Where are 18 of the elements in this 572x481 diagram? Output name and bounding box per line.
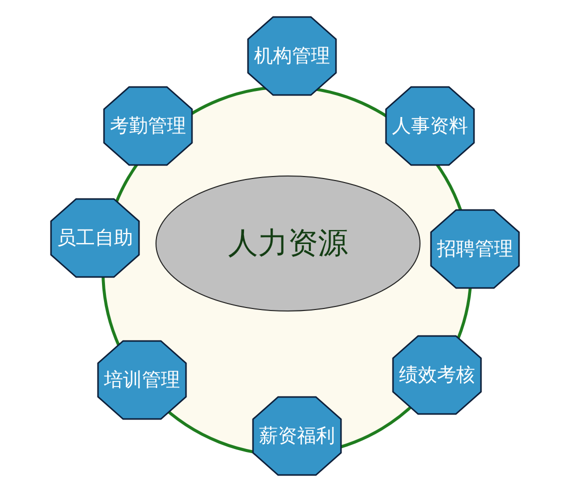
module-label: 绩效考核: [399, 363, 475, 388]
module-label: 员工自助: [57, 226, 133, 251]
module-label: 薪资福利: [259, 424, 335, 449]
center-label: 人力资源: [228, 225, 348, 263]
module-octagon: [50, 198, 140, 278]
module-octagon: [392, 335, 482, 415]
module-octagon: [430, 209, 520, 289]
module-octagon: [385, 86, 475, 166]
module-octagon: [103, 86, 193, 166]
center-ellipse: [155, 175, 421, 312]
module-octagon: [247, 16, 337, 96]
module-label: 人事资料: [392, 114, 468, 139]
module-label: 招聘管理: [437, 237, 513, 262]
module-label: 考勤管理: [110, 114, 186, 139]
module-octagon: [252, 396, 342, 476]
module-label: 培训管理: [104, 368, 180, 393]
module-octagon: [97, 340, 187, 420]
module-label: 机构管理: [254, 44, 330, 69]
